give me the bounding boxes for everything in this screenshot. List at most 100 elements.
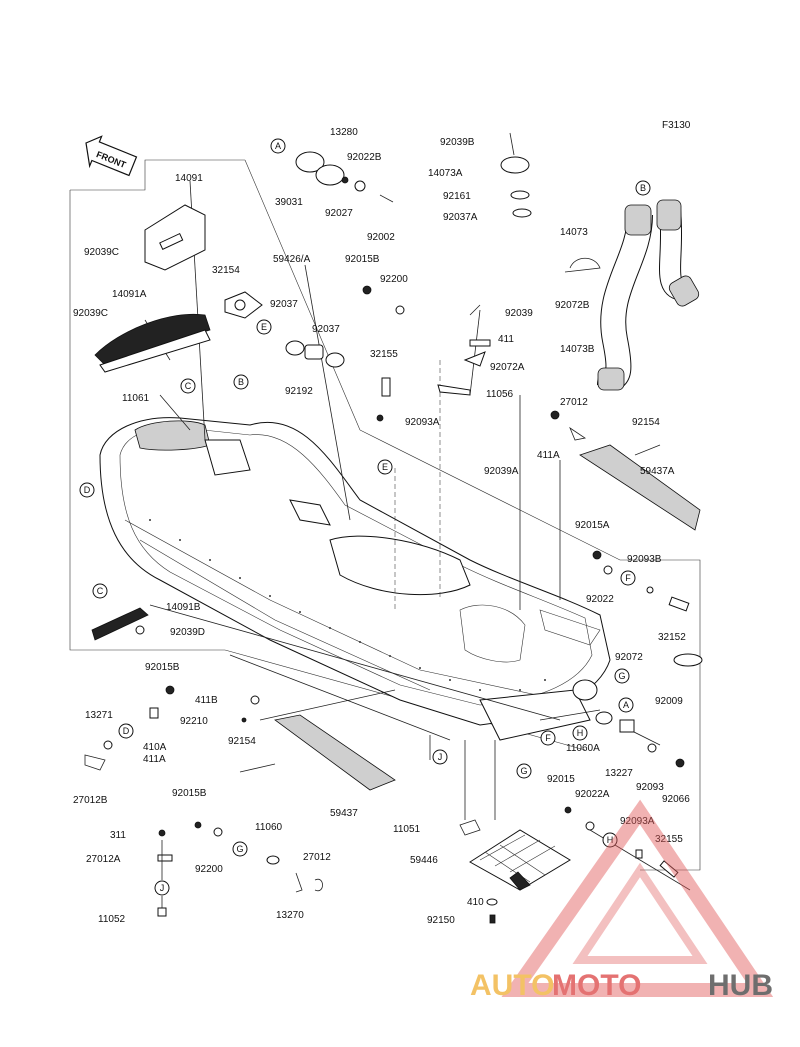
svg-text:E: E: [261, 322, 267, 332]
label-92022: 92022: [586, 594, 614, 605]
label-14091B: 14091B: [166, 602, 201, 613]
label-411B: 411B: [195, 695, 218, 706]
grille-14091B: [91, 607, 149, 641]
label-59437: 59437: [330, 808, 358, 819]
callout-e-1: E: [256, 319, 272, 335]
label-92150: 92150: [427, 915, 455, 926]
label-27012A: 27012A: [86, 854, 121, 865]
label-11060: 11060: [255, 822, 283, 833]
label-92200-2: 92200: [195, 864, 223, 875]
label-32155: 32155: [370, 349, 398, 360]
grate-59446: [469, 829, 571, 891]
label-410: 410: [467, 897, 484, 908]
svg-text:C: C: [97, 586, 104, 596]
label-59437A: 59437A: [640, 466, 675, 477]
label-27012B: 27012B: [73, 795, 108, 806]
callout-c-1: C: [180, 378, 196, 394]
svg-text:H: H: [577, 728, 584, 738]
svg-text:A: A: [623, 700, 629, 710]
hose-14073: [597, 199, 700, 391]
label-13227: 13227: [605, 768, 633, 779]
label-92072: 92072: [615, 652, 643, 663]
fitting-14073A: [500, 132, 532, 218]
svg-text:B: B: [238, 377, 244, 387]
svg-text:F: F: [545, 733, 551, 743]
label-11056: 11056: [486, 389, 514, 400]
callout-e-2: E: [377, 459, 393, 475]
label-14073: 14073: [560, 227, 588, 238]
svg-text:A: A: [275, 141, 281, 151]
label-92015: 92015: [547, 774, 575, 785]
label-32154: 32154: [212, 265, 240, 276]
label-11052: 11052: [98, 914, 126, 925]
label-92039C: 92039C: [84, 247, 119, 258]
cable-parts: [437, 304, 491, 396]
grille-14091A: [94, 313, 211, 373]
label-92093: 92093: [636, 782, 664, 793]
intake-11060A: [572, 679, 685, 768]
label-32155-2: 32155: [655, 834, 683, 845]
label-92037-2: 92037: [312, 324, 340, 335]
callout-g-1: G: [614, 668, 630, 684]
label-92015B-3: 92015B: [172, 788, 207, 799]
callouts: A B C D E B E C F G A H F G D J H G J: [79, 138, 651, 896]
label-92200: 92200: [380, 274, 408, 285]
label-92002: 92002: [367, 232, 395, 243]
callout-f-1: F: [620, 570, 636, 586]
svg-text:B: B: [640, 183, 646, 193]
label-92039B: 92039B: [440, 137, 475, 148]
callout-h-1: H: [572, 725, 588, 741]
svg-text:J: J: [160, 883, 165, 893]
fitting-32155: [376, 377, 391, 422]
label-92210: 92210: [180, 716, 208, 727]
label-92192: 92192: [285, 386, 313, 397]
label-11060A: 11060A: [566, 743, 600, 754]
callout-j-1: J: [432, 749, 448, 765]
label-11051: 11051: [393, 824, 421, 835]
svg-text:G: G: [618, 671, 625, 681]
callout-d-2: D: [118, 723, 134, 739]
figure-code: F3130: [662, 120, 691, 131]
label-92093B: 92093B: [627, 554, 662, 565]
callout-a-2: A: [618, 697, 634, 713]
callout-b-2: B: [233, 374, 249, 390]
label-92093A: 92093A: [405, 417, 440, 428]
hull-body: [99, 417, 611, 741]
step-59437: [274, 714, 396, 791]
watermark-hub: HUB: [708, 969, 773, 1002]
svg-text:J: J: [438, 752, 443, 762]
svg-text:C: C: [185, 381, 192, 391]
svg-text:D: D: [84, 485, 91, 495]
part-labels: 14091 92039C 14091A 92039C 11061 13280 9…: [73, 127, 690, 926]
label-92015A: 92015A: [575, 520, 610, 531]
label-410A: 410A: [143, 742, 167, 753]
label-92072A: 92072A: [490, 362, 525, 373]
label-92022B: 92022B: [347, 152, 382, 163]
label-14091A: 14091A: [112, 289, 147, 300]
svg-text:E: E: [382, 462, 388, 472]
watermark-logo: AUTO MOTO HUB: [470, 799, 774, 1002]
svg-text:D: D: [123, 726, 130, 736]
hatch-plate-14091: [144, 204, 206, 271]
label-311: 311: [110, 830, 126, 841]
label-92154: 92154: [632, 417, 660, 428]
callout-b-1: B: [635, 180, 651, 196]
label-92027: 92027: [325, 208, 353, 219]
svg-text:F: F: [625, 573, 631, 583]
label-92161: 92161: [443, 191, 471, 202]
label-13271: 13271: [85, 710, 113, 721]
callout-a-1: A: [270, 138, 286, 154]
label-92039A: 92039A: [484, 466, 519, 477]
label-92093A-2: 92093A: [620, 816, 655, 827]
label-411A-2: 411A: [143, 754, 166, 765]
label-92072B: 92072B: [555, 300, 590, 311]
callout-g-2: G: [516, 763, 532, 779]
label-14073A: 14073A: [428, 168, 463, 179]
label-92154-2: 92154: [228, 736, 256, 747]
label-92037A: 92037A: [443, 212, 478, 223]
callout-h-2: H: [602, 832, 618, 848]
callout-d-1: D: [79, 482, 95, 498]
label-13280: 13280: [330, 127, 358, 138]
callout-j-2: J: [154, 880, 170, 896]
